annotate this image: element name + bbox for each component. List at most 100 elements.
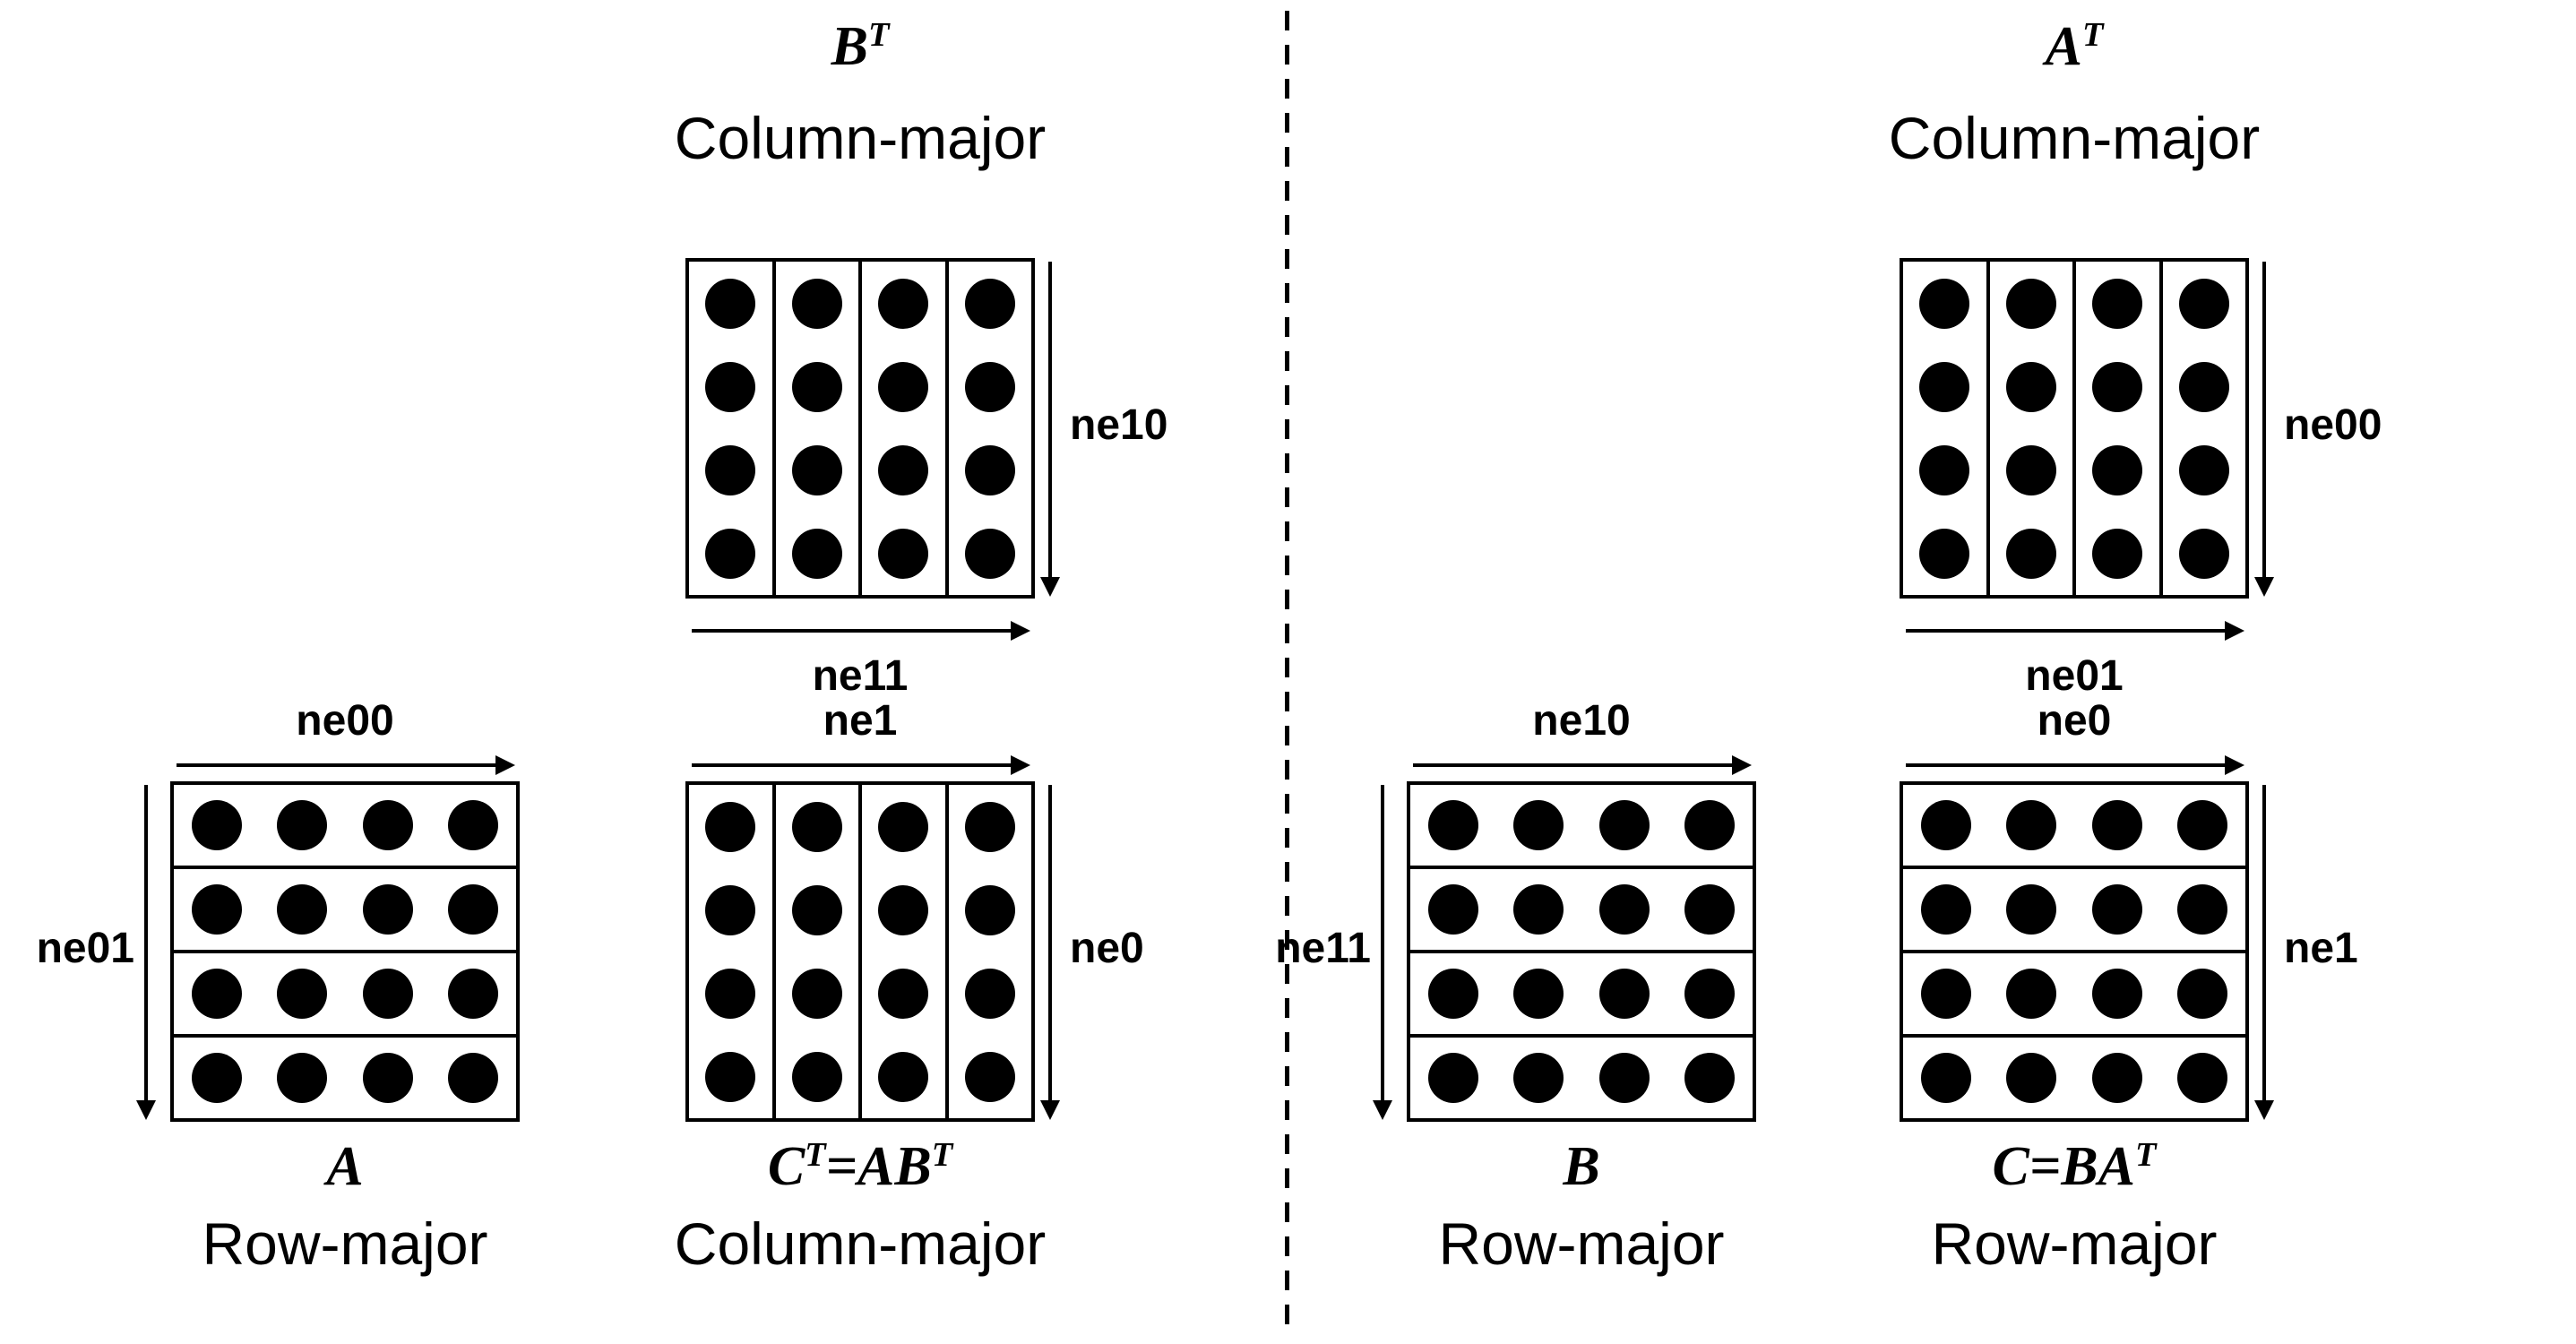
element-dot: [705, 1051, 756, 1102]
element-dot: [1598, 800, 1650, 850]
element-dot: [2178, 444, 2229, 495]
matrix-name-c-transpose: CT=ABT: [641, 1136, 1080, 1197]
element-dot: [448, 884, 499, 935]
dim-arrow-down-ne10: [1048, 262, 1052, 577]
element-dot: [1919, 528, 1970, 579]
matrix-row-strip: [174, 869, 516, 953]
element-dot: [2006, 800, 2057, 850]
element-dot: [2006, 884, 2057, 935]
element-dot: [705, 444, 756, 495]
matrix-row-strip: [1903, 953, 2245, 1038]
element-dot: [1920, 800, 1971, 850]
dim-arrow-right-ne1: [692, 763, 1011, 767]
element-dot: [448, 800, 499, 850]
element-dot: [1919, 361, 1970, 412]
dim-label-ne00: ne00: [2284, 401, 2382, 449]
element-dot: [964, 884, 1015, 935]
element-dot: [448, 1053, 499, 1103]
element-dot: [1513, 800, 1564, 850]
element-dot: [705, 968, 756, 1019]
matrix-column-strip: [2076, 262, 2163, 595]
matrix-grid-c: [1900, 781, 2249, 1122]
element-dot: [2006, 969, 2057, 1019]
element-dot: [878, 444, 929, 495]
matrix-row-strip: [1903, 1038, 2245, 1118]
element-dot: [2177, 800, 2228, 850]
matrix-column-strip: [949, 785, 1032, 1118]
dim-arrow-down-ne11: [1381, 785, 1384, 1100]
matrix-name-a-transpose: AT: [1900, 16, 2249, 77]
element-dot: [1920, 1053, 1971, 1103]
dim-label-ne0: ne0: [1070, 925, 1144, 972]
dim-label-ne10: ne10: [1532, 697, 1631, 745]
element-dot: [277, 969, 328, 1019]
matrix-column-strip: [1903, 262, 1990, 595]
dim-label-ne01: ne01: [36, 925, 134, 972]
element-dot: [1427, 969, 1478, 1019]
matrix-grid-c-transpose: [685, 781, 1035, 1122]
element-dot: [277, 1053, 328, 1103]
element-dot: [1684, 800, 1736, 850]
matrix-row-strip: [1903, 785, 2245, 869]
matrix-grid-b: [1407, 781, 1756, 1122]
element-dot: [1513, 884, 1564, 935]
matrix-row-strip: [174, 1038, 516, 1118]
element-dot: [2092, 444, 2143, 495]
element-dot: [2092, 528, 2143, 579]
element-dot: [1684, 1053, 1736, 1103]
element-dot: [2091, 969, 2142, 1019]
name-text: =BA: [2029, 1136, 2135, 1197]
element-dot: [791, 444, 842, 495]
name-text: C: [767, 1136, 806, 1197]
matrix-row-strip: [1410, 1038, 1753, 1118]
dim-label-ne11: ne11: [812, 652, 909, 700]
element-dot: [2092, 361, 2143, 412]
dim-label-ne00: ne00: [296, 697, 394, 745]
element-dot: [2005, 361, 2056, 412]
element-dot: [1598, 1053, 1650, 1103]
element-dot: [1427, 884, 1478, 935]
storage-order-label: Column-major: [1888, 105, 2261, 171]
element-dot: [791, 884, 842, 935]
panel-divider-dashed-line: [1285, 11, 1289, 1333]
dim-arrow-down-ne00: [2262, 262, 2266, 577]
element-dot: [964, 278, 1015, 329]
element-dot: [1919, 278, 1970, 329]
storage-order-label: Column-major: [674, 1210, 1047, 1277]
name-text: B: [1563, 1136, 1600, 1197]
matrix-row-strip: [1903, 869, 2245, 953]
element-dot: [878, 801, 929, 852]
matrix-row-strip: [1410, 785, 1753, 869]
element-dot: [2005, 528, 2056, 579]
element-dot: [1684, 884, 1736, 935]
element-dot: [1427, 800, 1478, 850]
element-dot: [2005, 444, 2056, 495]
name-text: A: [326, 1136, 364, 1197]
matrix-grid-a: [170, 781, 520, 1122]
element-dot: [1513, 1053, 1564, 1103]
element-dot: [964, 801, 1015, 852]
element-dot: [2091, 800, 2142, 850]
element-dot: [1684, 969, 1736, 1019]
matrix-column-strip: [949, 262, 1032, 595]
element-dot: [964, 1051, 1015, 1102]
dim-arrow-right-ne00: [177, 763, 495, 767]
storage-order-label: Column-major: [674, 105, 1047, 171]
matrix-name-c: C=BAT: [1855, 1136, 2294, 1197]
element-dot: [705, 801, 756, 852]
matrix-name-a: A: [170, 1136, 520, 1197]
dim-arrow-down-ne1: [2262, 785, 2266, 1100]
superscript-t: T: [867, 15, 890, 54]
element-dot: [1920, 969, 1971, 1019]
matrix-name-b: B: [1407, 1136, 1756, 1197]
element-dot: [964, 361, 1015, 412]
element-dot: [878, 361, 929, 412]
element-dot: [878, 278, 929, 329]
element-dot: [2177, 884, 2228, 935]
element-dot: [2178, 278, 2229, 329]
element-dot: [191, 884, 242, 935]
element-dot: [2006, 1053, 2057, 1103]
element-dot: [2177, 1053, 2228, 1103]
matrix-column-strip: [776, 262, 862, 595]
dim-arrow-down-ne01: [144, 785, 148, 1100]
